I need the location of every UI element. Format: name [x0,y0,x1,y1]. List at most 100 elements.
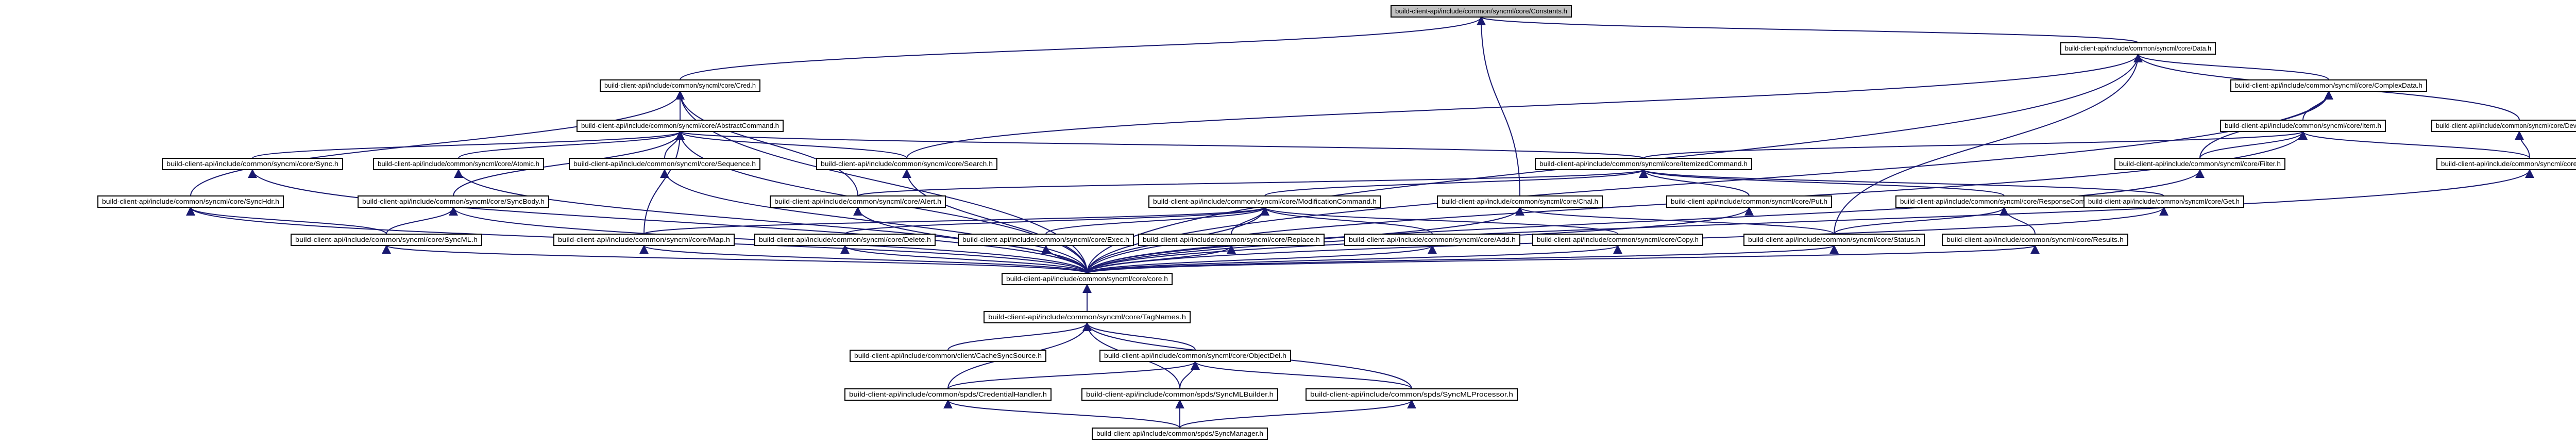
node-syncmanager[interactable]: build-client-api/include/common/spds/Syn… [1092,428,1268,440]
node-copy[interactable]: build-client-api/include/common/syncml/c… [1532,234,1703,246]
node-synchdr[interactable]: build-client-api/include/common/syncml/c… [97,195,284,208]
node-alert[interactable]: build-client-api/include/common/syncml/c… [770,195,946,208]
node-label: build-client-api/include/common/spds/Syn… [1310,390,1513,398]
edge-synchdr-to-cred [190,90,685,196]
node-label: build-client-api/include/common/syncml/c… [1006,275,1168,283]
edge-add-to-modificationcommand [1260,206,1433,235]
node-box [97,195,284,208]
node-label: build-client-api/include/common/syncml/c… [362,198,545,205]
node-label: build-client-api/include/common/syncml/c… [1946,236,2124,243]
node-chal[interactable]: build-client-api/include/common/syncml/c… [1437,195,1603,208]
node-label: build-client-api/include/common/syncml/c… [774,198,941,205]
node-item[interactable]: build-client-api/include/common/syncml/c… [2220,120,2386,132]
node-box [2431,120,2576,132]
node-get[interactable]: build-client-api/include/common/syncml/c… [2083,195,2244,208]
node-box [1306,388,1518,401]
node-add[interactable]: build-client-api/include/common/syncml/c… [1344,234,1520,246]
node-label: build-client-api/include/common/client/C… [854,352,1042,359]
edge-syncbody-to-abstractcommand [453,130,685,196]
edge-complexdata-to-data [2133,53,2329,80]
edge-syncmlprocessor-to-objectdel [1191,360,1412,389]
node-box [2083,195,2244,208]
edge-status-to-responsecommand [1834,206,2009,235]
node-label: build-client-api/include/common/syncml/c… [2436,122,2576,129]
edge-syncml-to-synchdr [186,206,387,235]
node-devinfitem[interactable]: build-client-api/include/common/syncml/c… [2436,158,2576,170]
node-responsecommand[interactable]: build-client-api/include/common/syncml/c… [1895,195,2113,208]
node-abstractcommand[interactable]: build-client-api/include/common/syncml/c… [577,120,784,132]
node-itemizedcommand[interactable]: build-client-api/include/common/syncml/c… [1535,158,1752,170]
edge-status-to-chal [1515,206,1835,235]
node-put[interactable]: build-client-api/include/common/syncml/c… [1666,195,1832,208]
node-complexdata[interactable]: build-client-api/include/common/syncml/c… [2230,79,2427,92]
node-replace[interactable]: build-client-api/include/common/syncml/c… [1138,234,1325,246]
node-label: build-client-api/include/common/spds/Syn… [1086,390,1274,398]
node-box [816,158,997,170]
node-box [553,234,735,246]
node-objectdel[interactable]: build-client-api/include/common/syncml/c… [1099,350,1291,362]
node-results[interactable]: build-client-api/include/common/syncml/c… [1942,234,2128,246]
node-tagnames[interactable]: build-client-api/include/common/syncml/c… [984,311,1191,323]
edge-chal-to-constants [1477,16,1520,196]
edge-core-to-syncml [382,244,1088,274]
node-box [569,158,760,170]
edge-objectdel-to-tagnames [1082,322,1196,351]
node-credentialhandler[interactable]: build-client-api/include/common/spds/Cre… [844,388,1052,401]
node-syncmlbuilder[interactable]: build-client-api/include/common/spds/Syn… [1081,388,1278,401]
node-label: build-client-api/include/common/syncml/c… [962,236,1129,243]
edge-itemizedcommand-to-abstractcommand [676,130,1644,159]
node-box [770,195,946,208]
edge-core-to-map [639,244,1088,274]
edge-sync-to-abstractcommand [252,130,685,159]
edge-responsecommand-to-itemizedcommand [1639,169,2005,196]
edge-core-to-filter [1087,169,2205,274]
node-syncbody[interactable]: build-client-api/include/common/syncml/c… [358,195,549,208]
node-box [600,79,760,92]
node-sequence[interactable]: build-client-api/include/common/syncml/c… [569,158,760,170]
node-modificationcommand[interactable]: build-client-api/include/common/syncml/c… [1148,195,1381,208]
node-box [850,350,1046,362]
node-label: build-client-api/include/common/spds/Cre… [849,390,1047,398]
node-cred[interactable]: build-client-api/include/common/syncml/c… [600,79,760,92]
node-core[interactable]: build-client-api/include/common/syncml/c… [1002,273,1173,285]
node-label: build-client-api/include/common/syncml/c… [1153,198,1377,205]
node-box [577,120,784,132]
node-label: build-client-api/include/common/syncml/c… [1539,160,1748,168]
node-data[interactable]: build-client-api/include/common/syncml/c… [2060,42,2216,55]
node-delete[interactable]: build-client-api/include/common/syncml/c… [754,234,936,246]
edge-devinfitem-to-item [2298,130,2530,159]
node-label: build-client-api/include/common/syncml/c… [573,160,756,168]
edge-core-to-results [1087,244,2039,274]
node-search[interactable]: build-client-api/include/common/syncml/c… [816,158,997,170]
edge-cachesyncsource-to-tagnames [947,322,1092,351]
node-label: build-client-api/include/common/syncml/c… [1900,198,2108,205]
node-box [1942,234,2128,246]
node-box [2436,158,2576,170]
node-box [373,158,544,170]
node-box [358,195,549,208]
node-constants[interactable]: build-client-api/include/common/syncml/c… [1391,5,1572,18]
node-atomic[interactable]: build-client-api/include/common/syncml/c… [373,158,544,170]
node-map[interactable]: build-client-api/include/common/syncml/c… [553,234,735,246]
edge-modificationcommand-to-itemizedcommand [1264,169,1648,196]
node-box [1666,195,1832,208]
node-status[interactable]: build-client-api/include/common/syncml/c… [1743,234,1925,246]
edge-core-to-sync [248,169,1088,274]
node-label: build-client-api/include/common/syncml/c… [1395,7,1567,15]
node-box [1138,234,1325,246]
node-label: build-client-api/include/common/syncml/c… [2235,81,2422,89]
node-exec[interactable]: build-client-api/include/common/syncml/c… [958,234,1134,246]
edge-core-to-exec [1041,244,1088,274]
node-syncml[interactable]: build-client-api/include/common/syncml/c… [291,234,482,246]
node-filter[interactable]: build-client-api/include/common/syncml/c… [2114,158,2285,170]
node-syncmlprocessor[interactable]: build-client-api/include/common/spds/Syn… [1306,388,1518,401]
node-box [1148,195,1381,208]
node-cachesyncsource[interactable]: build-client-api/include/common/client/C… [850,350,1046,362]
node-label: build-client-api/include/common/syncml/c… [2119,160,2281,168]
header-file-nodes: build-client-api/include/common/syncml/c… [97,5,2576,440]
node-sync[interactable]: build-client-api/include/common/syncml/c… [162,158,343,170]
node-label: build-client-api/include/common/syncml/c… [2441,160,2576,168]
node-devinfdata[interactable]: build-client-api/include/common/syncml/c… [2431,120,2576,132]
edge-core-to-replace [1087,244,1236,274]
